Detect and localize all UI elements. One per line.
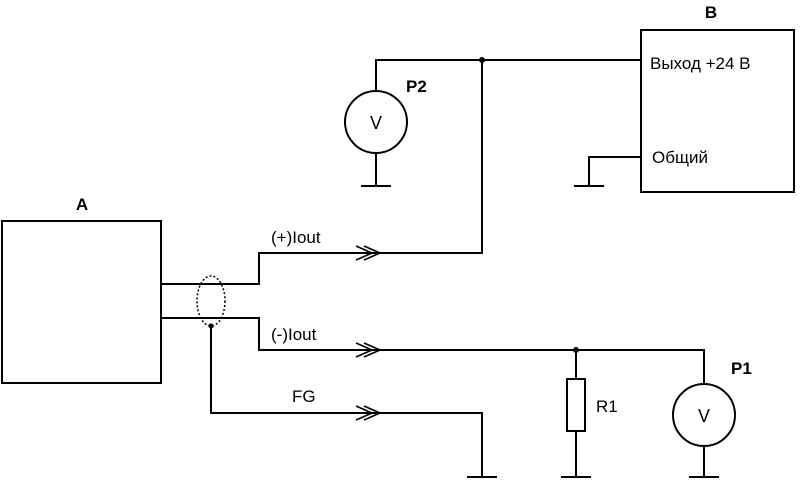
p2-label: P2 (406, 77, 427, 96)
r1-label: R1 (596, 397, 618, 416)
block-b-common-label: Общий (652, 148, 708, 167)
fg-wire (210, 326, 497, 478)
block-b-output-label: Выход +24 В (650, 54, 751, 73)
ground-p1 (689, 446, 719, 478)
cable-shield (196, 275, 226, 327)
resistor-r1 (561, 350, 591, 478)
p1-label: P1 (731, 359, 752, 378)
block-b-label: B (705, 3, 717, 22)
plus-iout-label: (+)Iout (271, 228, 321, 247)
ground-p2 (361, 153, 391, 187)
p2-wire (375, 59, 482, 91)
block-b (640, 29, 795, 193)
p2-symbol: V (370, 113, 382, 133)
plus-iout-wire (161, 59, 641, 285)
fg-label: FG (292, 387, 316, 406)
ground-b-common (574, 156, 641, 187)
block-a (1, 220, 162, 384)
p1-symbol: V (698, 406, 710, 426)
minus-iout-label: (-)Iout (271, 325, 317, 344)
voltmeter-p2: V (344, 90, 408, 154)
minus-iout-wire (161, 317, 705, 384)
block-a-label: A (76, 195, 88, 214)
voltmeter-p1: V (672, 383, 736, 447)
